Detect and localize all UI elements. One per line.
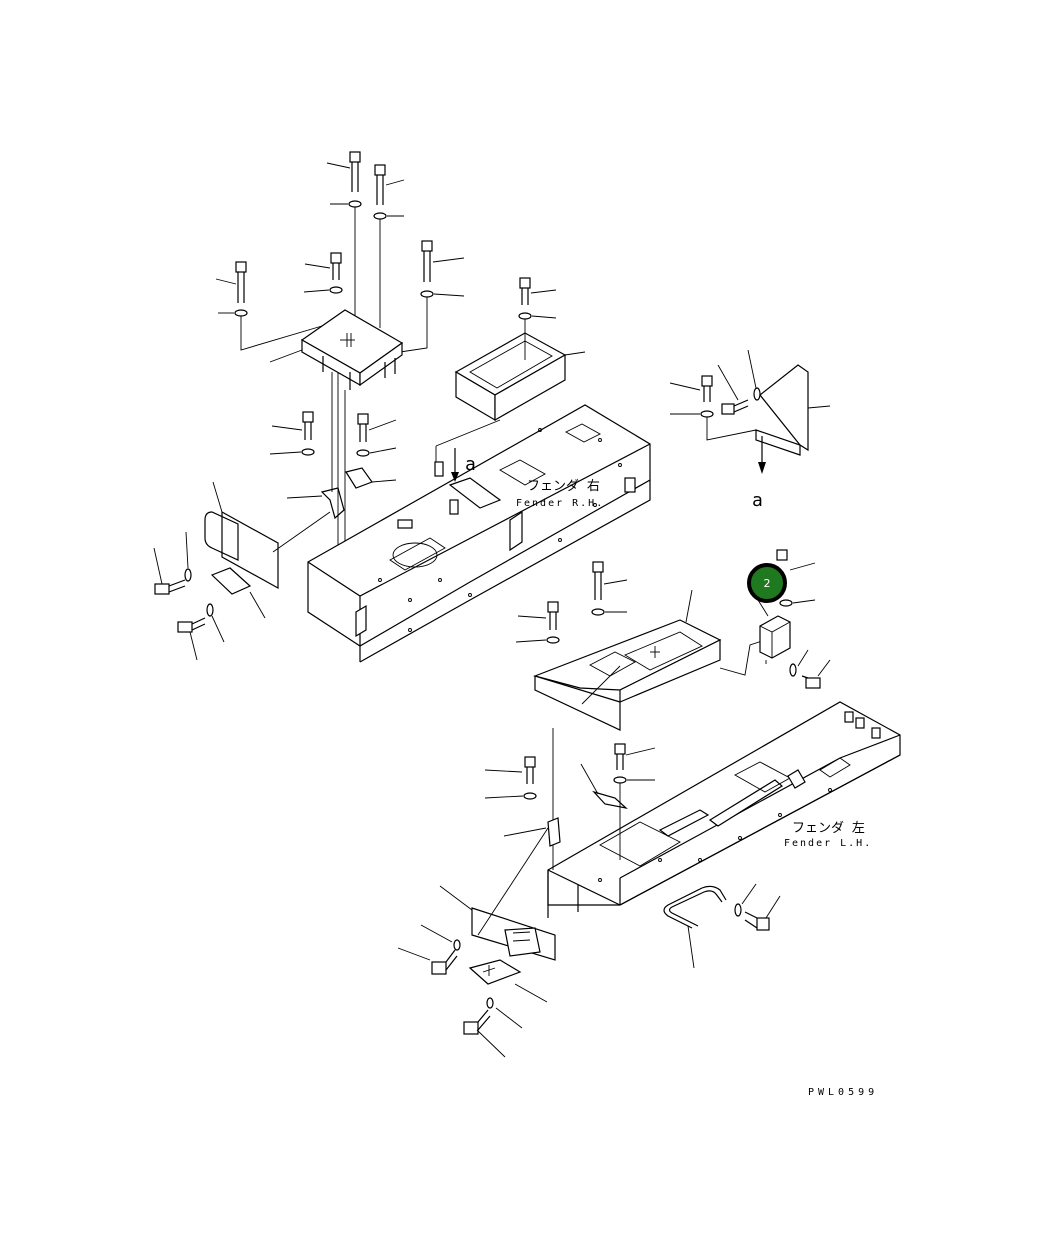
fender-rh-frame: a フェンダ 右 Fender R.H. (307, 404, 651, 663)
mid-cover-plate (515, 561, 766, 731)
lh-side-step (397, 827, 556, 1058)
callout-part (757, 549, 831, 689)
view-ref-target-label: a (752, 490, 763, 511)
callout-number: 2 (763, 576, 771, 590)
top-bolt-group (215, 151, 557, 353)
drawing-code: PWL0599 (808, 1087, 878, 1098)
fender-rh-en-label: Fender R.H. (516, 498, 604, 509)
top-bracket-plate (269, 309, 404, 390)
lh-bolt-group (484, 728, 656, 870)
view-a-bracket: a (669, 349, 831, 511)
fender-lh-jp-label: フェンダ 左 (792, 821, 865, 836)
fender-rh-jp-label: フェンダ 右 (527, 479, 600, 494)
fender-lh-en-label: Fender L.H. (784, 838, 872, 849)
lh-handle-hook (663, 883, 781, 969)
view-ref-label: a (465, 454, 476, 475)
callout-marker-2[interactable]: 2 (747, 563, 787, 603)
fender-lh-frame: フェンダ 左 Fender L.H. (547, 701, 901, 918)
rh-side-step (153, 481, 331, 661)
top-box-part (454, 319, 586, 422)
